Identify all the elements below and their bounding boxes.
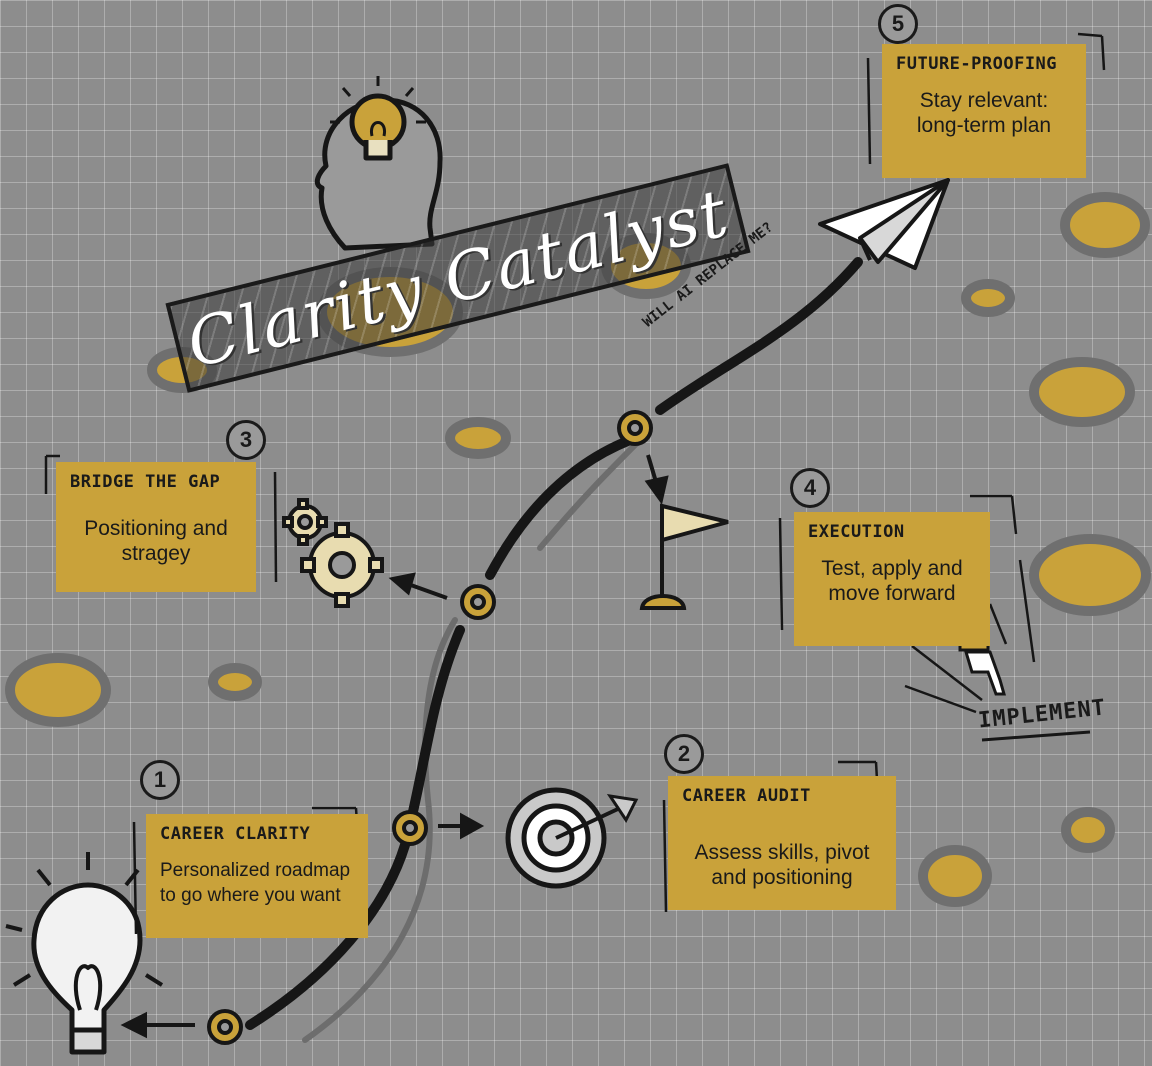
step-heading: FUTURE-PROOFING [896, 54, 1058, 74]
step-heading: CAREER CLARITY [160, 824, 311, 844]
road-nodes [207, 410, 653, 1045]
step-card-future-proofing: FUTURE-PROOFING Stay relevant: long-term… [882, 44, 1086, 178]
target-icon [505, 787, 639, 889]
step-body: Personalized roadmap to go where you wan… [160, 860, 351, 906]
node-3 [460, 584, 496, 620]
step-body: Test, apply and move forward [821, 557, 963, 605]
node-4 [617, 410, 653, 446]
road-shadow-upper [537, 437, 643, 551]
paper-plane-icon [818, 178, 950, 270]
step-card-career-clarity: CAREER CLARITY Personalized roadmap to g… [146, 814, 368, 938]
step-number-5: 5 [878, 4, 918, 44]
step-card-career-audit: CAREER AUDIT Assess skills, pivot and po… [668, 776, 896, 910]
step-body: Positioning and stragey [84, 517, 228, 565]
step-body: Assess skills, pivot and positioning [694, 841, 870, 889]
flag-icon [639, 503, 729, 610]
pointing-hand-icon [958, 636, 1006, 696]
step-number-4: 4 [790, 468, 830, 508]
step-heading: EXECUTION [808, 522, 905, 542]
road-shadow [302, 617, 458, 1043]
step-card-bridge-the-gap: BRIDGE THE GAP Positioning and stragey [56, 462, 256, 592]
lightbulb-icon [5, 852, 171, 1055]
step-body: Stay relevant: long-term plan [916, 89, 1052, 137]
gears-icon [282, 498, 384, 608]
step-number-3: 3 [226, 420, 266, 460]
node-arrows [120, 454, 669, 1039]
step-card-execution: EXECUTION Test, apply and move forward [794, 512, 990, 646]
node-2 [392, 810, 428, 846]
step-heading: BRIDGE THE GAP [70, 472, 221, 492]
node-1 [207, 1009, 243, 1045]
step-number-1: 1 [140, 760, 180, 800]
step-number-2: 2 [664, 734, 704, 774]
implement-arrows [44, 32, 1106, 935]
step-heading: CAREER AUDIT [682, 786, 811, 806]
head-lightbulb-icon [314, 76, 443, 251]
